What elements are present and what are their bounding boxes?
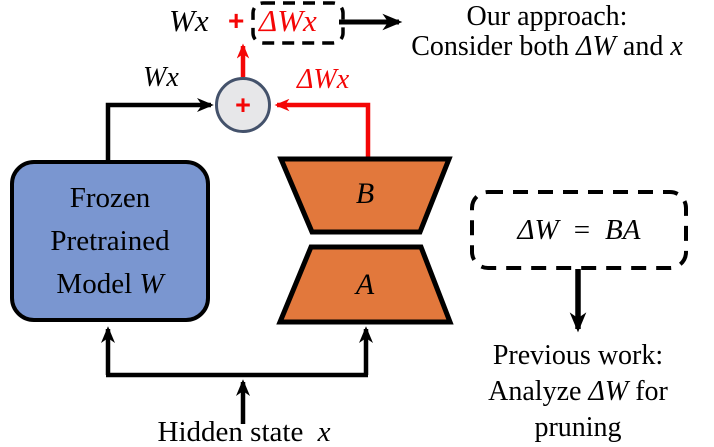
lora-a-trapezoid xyxy=(276,244,454,325)
lora-b-label: B xyxy=(355,177,375,210)
lora-a-label: A xyxy=(355,268,375,301)
delta-w-formula-dashed-box xyxy=(470,190,688,270)
sum-node: + xyxy=(215,77,271,133)
frozen-model-line3: Model W xyxy=(56,267,164,300)
previous-work-note: Previous work: Analyze ΔW for pruning xyxy=(450,338,706,446)
our-approach-line2: Consider both ΔW and x xyxy=(411,31,683,62)
frozen-model-line1: Frozen xyxy=(69,181,151,214)
delta-wx-edge-label: ΔWx xyxy=(297,64,350,95)
hidden-state-caption: Hidden state x xyxy=(157,416,331,447)
our-approach-note: Our approach: Consider both ΔW and x xyxy=(380,2,714,62)
formula-wx-term: Wx xyxy=(169,3,209,38)
plus-icon: + xyxy=(235,89,251,120)
lora-b-trapezoid xyxy=(277,156,453,235)
wx-edge-label: Wx xyxy=(143,62,179,93)
delta-w-formula: ΔW = BA xyxy=(517,213,641,246)
our-approach-line1: Our approach: xyxy=(466,1,628,32)
frozen-model-box: Frozen Pretrained Model W xyxy=(10,160,210,322)
previous-work-line3: pruning xyxy=(534,412,622,443)
formula-delta-wx-term: ΔWx xyxy=(259,3,317,38)
formula-plus-sign: + xyxy=(228,5,245,36)
delta-wx-connector xyxy=(274,98,371,158)
frozen-model-line2: Pretrained xyxy=(50,224,170,257)
previous-work-line2: Analyze ΔW for xyxy=(488,376,668,407)
previous-work-line1: Previous work: xyxy=(492,340,664,371)
wx-connector xyxy=(105,98,214,160)
